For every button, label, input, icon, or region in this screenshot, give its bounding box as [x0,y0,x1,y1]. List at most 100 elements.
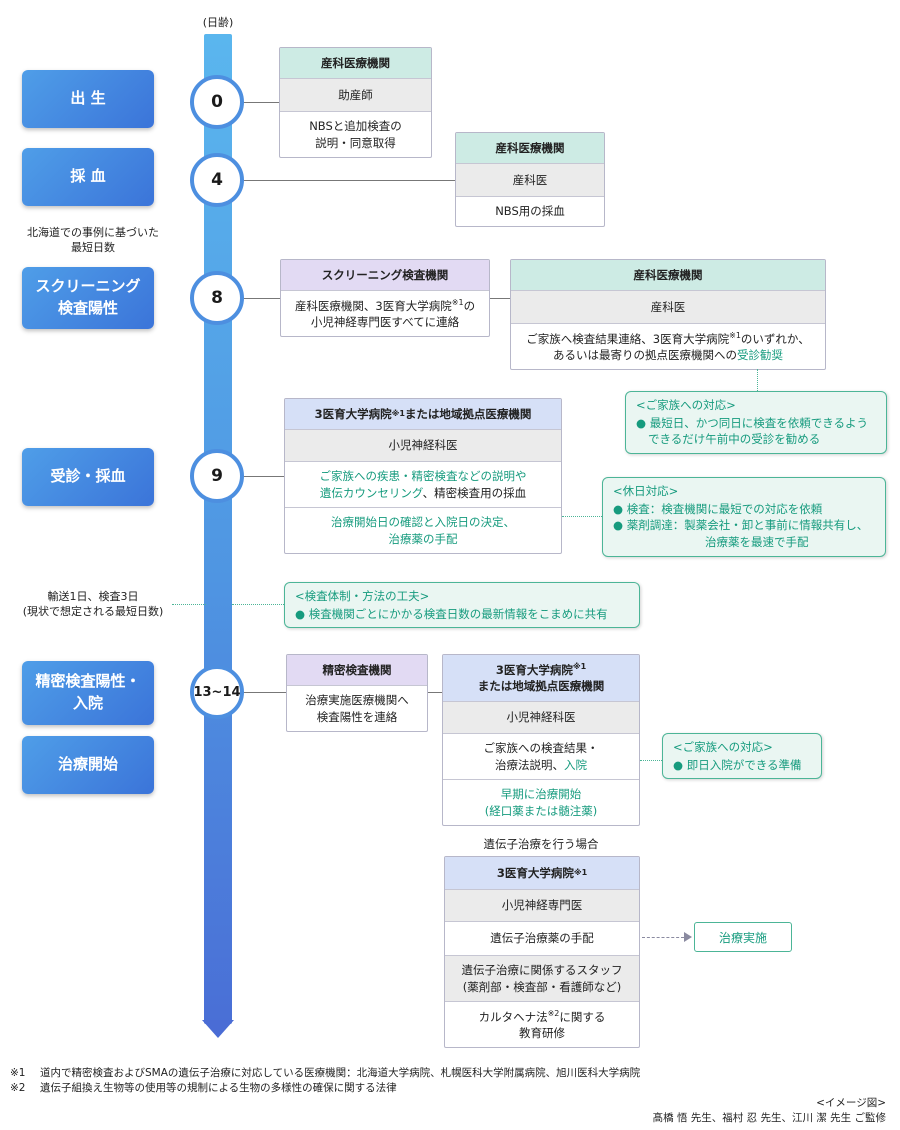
credit-line: 髙橋 悟 先生、福村 忍 先生、江川 潔 先生 ご監修 [652,1111,886,1124]
credit: <イメージ図> 髙橋 悟 先生、福村 忍 先生、江川 潔 先生 ご監修 [653,1096,886,1125]
note-transport: 輸送1日、検査3日 (現状で想定される最短日数) [8,590,178,620]
task-line: カルタヘナ法※2に関する [479,1008,606,1025]
tip-line: ● 最短日、かつ同日に検査を依頼できるよう [636,415,868,430]
text: 、精密検査用の採血 [422,485,527,500]
box-task: ご家族へ検査結果連絡、3医育大学病院※1のいずれか、 あるいは最寄りの拠点医療機… [511,323,825,369]
box-header: 3医育大学病院※1 [445,857,639,889]
box-task: 早期に治療開始 (経口薬または髄注薬) [443,779,639,825]
box-task: ご家族への疾患・精密検査などの説明や 遺伝カウンセリング、精密検査用の採血 [285,461,561,507]
connector-day13-univ [428,692,442,693]
footnote-ref: ※1 [451,297,464,307]
task-line: ご家族への疾患・精密検査などの説明や [319,469,527,484]
task-line: ご家族への検査結果・ [483,741,599,756]
event-screening-positive: スクリーニング検査陽性 [22,267,154,329]
tip-item: ● 検査：検査機関に最短での対応を依頼 [613,501,823,516]
connector-gene-dashed [642,937,684,938]
box-task: カルタヘナ法※2に関する 教育研修 [445,1001,639,1047]
connector-day8-lab [240,298,280,299]
text: 遺伝カウンセリング [319,485,423,500]
task-line: (薬剤部・検査部・看護師など) [462,979,622,994]
task-line: 治療開始日の確認と入院日の決定、 [331,515,515,530]
tip-item: ● 検査機関ごとにかかる検査日数の最新情報をこまめに共有 [295,606,608,621]
footnote-2: ※2 遺伝子組換え生物等の使用等の規制による生物の多様性の確保に関する法律 [10,1081,397,1096]
tip-title: <休日対応> [613,484,679,498]
tip-family-response-1: <ご家族への対応> ● 最短日、かつ同日に検査を依頼できるよう できるだけ午前中… [625,391,887,455]
box-obstetric-day8: 産科医療機関 産科医 ご家族へ検査結果連絡、3医育大学病院※1のいずれか、 ある… [510,259,826,370]
footnote-number: ※1 [10,1067,26,1079]
text: 産科医療機関、3医育大学病院 [294,298,452,313]
day-label: 0 [211,92,223,112]
task-line: 治療薬の手配 [388,531,458,546]
footnote-ref: ※2 [547,1008,560,1018]
task-line: (経口薬または髄注薬) [484,803,598,818]
box-role: 小児神経科医 [443,701,639,733]
box-header: 産科医療機関 [511,260,825,290]
box-task: NBSと追加検査の 説明・同意取得 [280,111,431,157]
text: のいずれか、 [740,331,810,346]
tip-item: 治療薬を最速で手配 [705,535,809,550]
task-line: NBSと追加検査の [309,119,402,134]
box-screening-lab: スクリーニング検査機関 産科医療機関、3医育大学病院※1の 小児神経専門医すべて… [280,259,490,337]
tip-line: できるだけ午前中の受診を勧める [648,432,821,447]
box-header: 3医育大学病院※1 または地域拠点医療機関 [443,655,639,701]
text: カルタヘナ法 [478,1009,548,1024]
event-label: 検査陽性 [57,299,118,317]
box-task: 産科医療機関、3医育大学病院※1の 小児神経専門医すべてに連絡 [281,290,489,336]
task-line: 遺伝カウンセリング、精密検査用の採血 [320,485,526,501]
text: 3医育大学病院 [496,865,574,880]
day-circle-8: 8 [190,271,244,325]
day-label: 13~14 [193,684,241,700]
box-task: ご家族への検査結果・ 治療法説明、入院 [443,733,639,779]
box-task: 遺伝子治療薬の手配 [445,921,639,955]
task-line: ご家族へ検査結果連絡、3医育大学病院※1のいずれか、 [526,330,809,347]
box-role: 小児神経科医 [285,429,561,461]
gene-therapy-label: 遺伝子治療を行う場合 [483,837,599,851]
connector-day8-obstetric [490,298,510,299]
footnote-ref: ※1 [573,868,588,878]
task-line: 遺伝子治療に関係するスタッフ [461,963,623,978]
task-line: 治療法説明、入院 [495,757,587,773]
day-label: 8 [211,288,223,308]
box-task: 治療実施医療機関へ 検査陽性を連絡 [287,685,427,731]
box-task: 遺伝子治療に関係するスタッフ (薬剤部・検査部・看護師など) [445,955,639,1001]
connector-transport-note [172,604,206,605]
task-line: 小児神経専門医すべてに連絡 [310,314,460,329]
event-blood-sampling: 採 血 [22,148,154,206]
connector-family-tip2 [640,760,662,761]
event-visit: 受診・採血 [22,448,154,506]
day-label: 9 [211,466,223,486]
box-birth-obstetric: 産科医療機関 助産師 NBSと追加検査の 説明・同意取得 [279,47,432,158]
box-role: 小児神経専門医 [445,889,639,921]
task-line: 説明・同意取得 [315,135,396,150]
box-task: NBS用の採血 [456,196,604,226]
box-sampling-obstetric: 産科医療機関 産科医 NBS用の採血 [455,132,605,227]
tip-item: ● 即日入院ができる準備 [673,757,802,772]
treatment-done-box: 治療実施 [694,922,792,952]
footnote-ref: ※1 [572,662,587,672]
box-gene-therapy: 3医育大学病院※1 小児神経専門医 遺伝子治療薬の手配 遺伝子治療に関係するスタ… [444,856,640,1048]
box-header: 精密検査機関 [287,655,427,685]
footnote-text: 遺伝子組換え生物等の使用等の規制による生物の多様性の確保に関する法律 [40,1082,397,1094]
text: 受診勧奨 [737,347,783,362]
day-circle-0: 0 [190,75,244,129]
box-header: 産科医療機関 [280,48,431,78]
note-line: 最短日数 [71,240,115,254]
box-header: スクリーニング検査機関 [281,260,489,290]
footnote-number: ※2 [10,1082,26,1094]
event-treatment-start: 治療開始 [22,736,154,794]
task-line: 産科医療機関、3医育大学病院※1の [295,297,475,314]
day-label: 4 [211,170,223,190]
connector-day4 [240,180,456,181]
note-line: 北海道での事例に基づいた [27,226,159,239]
text: または地域拠点医療機関 [404,406,532,421]
event-label: 精密検査陽性・ [35,672,141,691]
event-birth: 出 生 [22,70,154,128]
text: 3医育大学病院 [495,663,573,678]
tip-item: ● 最短日、かつ同日に検査を依頼できるよう できるだけ午前中の受診を勧める [636,415,876,448]
tip-family-response-2: <ご家族への対応> ● 即日入院ができる準備 [662,733,822,780]
header-line: または地域拠点医療機関 [477,679,605,694]
tip-title: <検査体制・方法の工夫> [295,589,430,603]
box-detailed-lab: 精密検査機関 治療実施医療機関へ 検査陽性を連絡 [286,654,428,732]
connector-holiday-tip [562,516,602,517]
